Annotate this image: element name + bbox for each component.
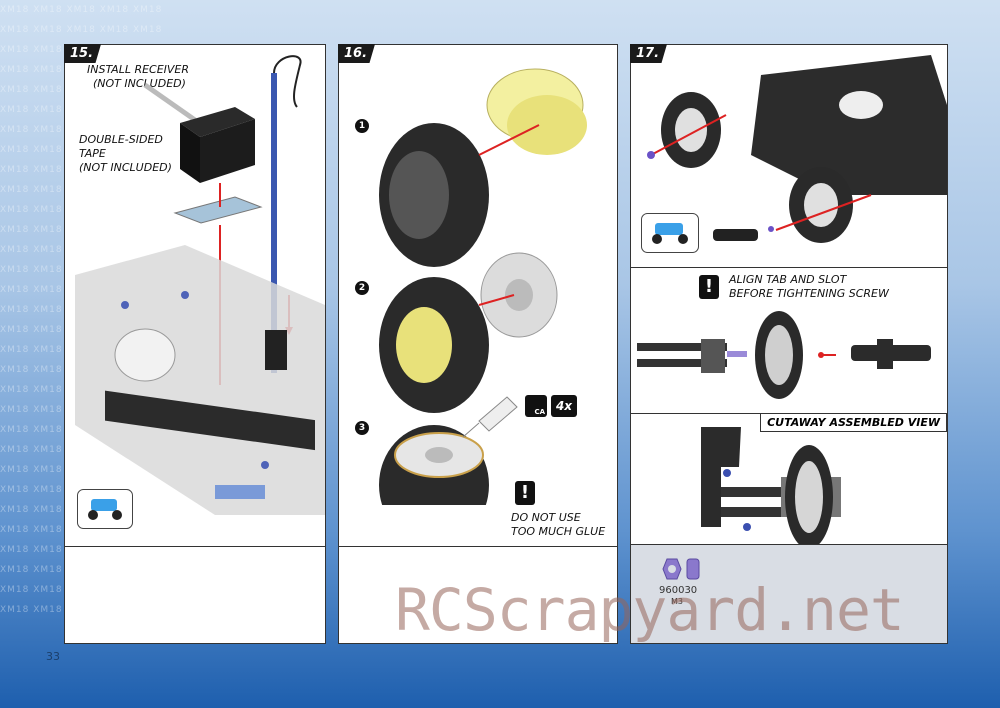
glue-warning-note: DO NOT USE TOO MUCH GLUE [511, 511, 606, 538]
locknut-icon [662, 558, 700, 580]
warning-icon: ! [699, 275, 719, 299]
step-16-panel: 16. 1 2 3 CA 4x ! DO NOT USE TOO MUCH GL… [338, 44, 618, 644]
cutaway-view-illustration [701, 427, 841, 549]
align-tab-note: ALIGN TAB AND SLOT BEFORE TIGHTENING SCR… [729, 273, 889, 300]
substep-3-badge: 3 [355, 421, 369, 435]
watermark-text: RCScrapyard.net [395, 576, 905, 644]
part-number: 960030 [659, 585, 698, 596]
step-17-parts-box: 960030 M3 [631, 544, 947, 643]
step-15-number: 15. [64, 44, 102, 63]
tire-assembly-illustration [379, 68, 587, 505]
cutaway-label: CUTAWAY ASSEMBLED VIEW [760, 413, 947, 432]
double-sided-tape-note: DOUBLE-SIDED TAPE (NOT INCLUDED) [79, 133, 172, 174]
truck-thumbnail-icon [641, 213, 699, 253]
part-size: M3 [671, 597, 683, 606]
warning-icon: ! [515, 481, 535, 505]
install-receiver-note: INSTALL RECEIVER (NOT INCLUDED) [87, 63, 190, 90]
step-15-parts-area [65, 546, 325, 643]
hex-alignment-illustration [637, 311, 931, 399]
page-number: 33 [46, 650, 60, 663]
step-15-panel: 15. INSTALL RECEIVER (NOT INCLUDED) DOUB… [64, 44, 326, 644]
receiver-install-illustration [75, 55, 325, 515]
step-17-number: 17. [630, 44, 668, 63]
step-17-divider-1 [631, 267, 947, 268]
wheel-mount-illustration [647, 55, 947, 243]
step-17-panel: 17. ! ALIGN TAB AND SLOT BEFORE TIGHTENI… [630, 44, 948, 644]
substep-2-badge: 2 [355, 281, 369, 295]
step-16-parts-area [339, 546, 617, 643]
step-16-number: 16. [338, 44, 376, 63]
substep-1-badge: 1 [355, 119, 369, 133]
quantity-badge: 4x [551, 395, 577, 417]
ca-glue-icon: CA [525, 395, 547, 417]
truck-thumbnail-icon [77, 489, 133, 529]
